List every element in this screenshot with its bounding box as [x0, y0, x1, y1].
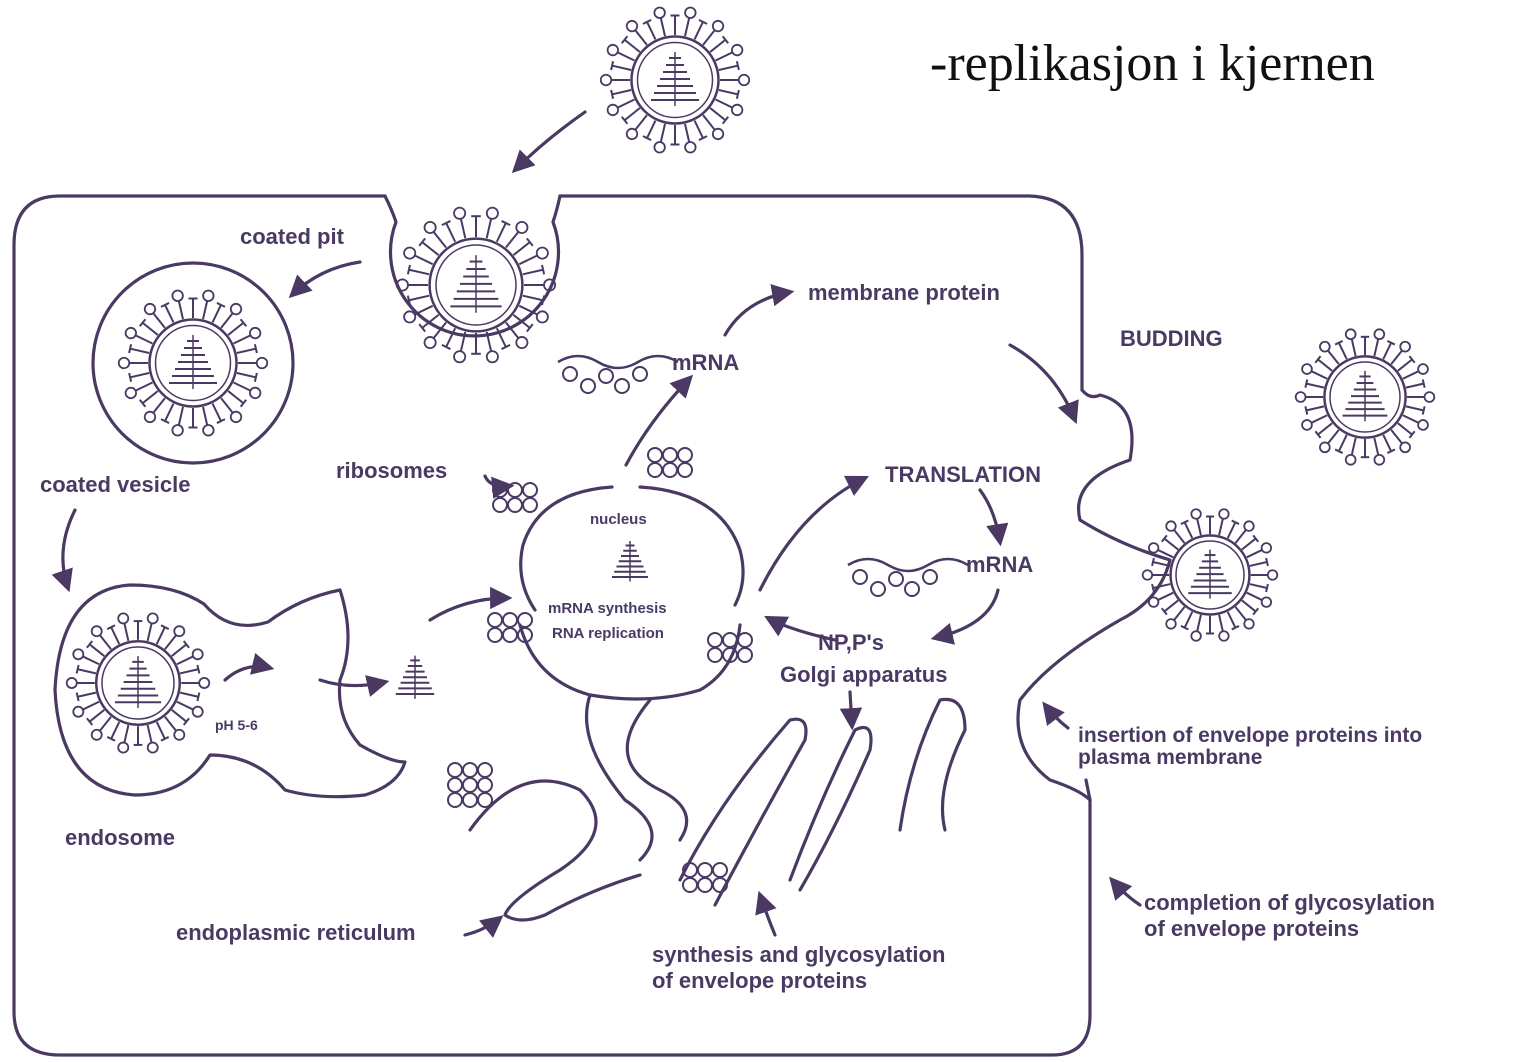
mrna-ribosomes-top: [558, 356, 678, 393]
label-membrane-protein: membrane protein: [808, 280, 1000, 305]
label-budding: BUDDING: [1120, 326, 1223, 351]
label-rna-replication: RNA replication: [552, 625, 664, 642]
endosome-membrane: [55, 585, 405, 797]
label-completion-1: completion of glycosylation: [1144, 890, 1435, 915]
label-coated-vesicle: coated vesicle: [40, 472, 190, 497]
label-ph: pH 5-6: [215, 717, 258, 733]
label-mrna-synthesis: mRNA synthesis: [548, 600, 667, 617]
virus-particle-budding: [1143, 509, 1278, 641]
nucleocapsid-nucleus: [612, 541, 648, 582]
label-synthesis-2: of envelope proteins: [652, 968, 867, 993]
label-coated-pit: coated pit: [240, 224, 345, 249]
label-golgi: Golgi apparatus: [780, 662, 947, 687]
label-nucleus: nucleus: [590, 511, 647, 528]
label-completion-2: of envelope proteins: [1144, 916, 1359, 941]
nucleus-envelope-left: [521, 487, 612, 610]
virus-particle-coated-vesicle: [119, 290, 268, 435]
nucleus-envelope-right: [640, 487, 743, 605]
label-ribosomes: ribosomes: [336, 458, 447, 483]
virus-particle-endosome: [67, 613, 210, 752]
ribosomes-er-left: [448, 763, 492, 807]
label-mrna-right: mRNA: [966, 552, 1033, 577]
label-er: endoplasmic reticulum: [176, 920, 416, 945]
nucleocapsid-released: [396, 656, 434, 699]
label-mrna-top: mRNA: [672, 350, 739, 375]
virus-particle-released: [1296, 329, 1435, 464]
golgi-apparatus: [680, 699, 965, 905]
ribosomes-nucleus-top: [648, 448, 692, 477]
label-endosome: endosome: [65, 825, 175, 850]
endoplasmic-reticulum: [470, 695, 687, 920]
virus-particle-incoming: [601, 7, 750, 152]
label-insertion-2: plasma membrane: [1078, 746, 1262, 769]
label-np-ps: NP,P's: [818, 630, 884, 655]
virus-particle-coated-pit: [397, 208, 555, 363]
slide-title: -replikasjon i kjernen: [930, 35, 1375, 92]
label-insertion-1: insertion of envelope proteins into: [1078, 724, 1422, 747]
ribosomes-golgi: [683, 863, 727, 892]
label-translation: TRANSLATION: [885, 462, 1041, 487]
label-synthesis-1: synthesis and glycosylation: [652, 942, 945, 967]
mrna-ribosomes-right: [848, 559, 968, 596]
